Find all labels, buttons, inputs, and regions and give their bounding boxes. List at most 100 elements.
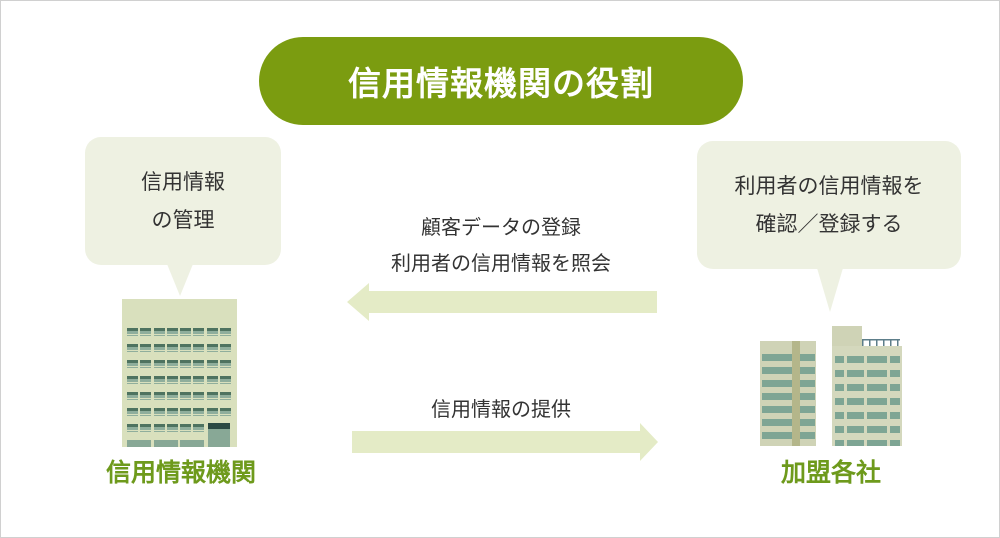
window [207,328,218,331]
window [180,351,191,352]
window [207,415,218,416]
title-pill: 信用情報機関の役割 [259,37,743,125]
window [193,383,204,384]
window [847,384,864,391]
window [154,431,165,432]
window [800,432,815,439]
window [180,367,191,368]
window [154,351,165,352]
window [127,328,138,331]
window [867,384,887,391]
right-bubble-line1: 利用者の信用情報を [734,174,924,198]
window [180,376,191,379]
right-bubble-line2: 確認／登録する [755,212,903,236]
window [207,408,218,411]
window [154,328,165,331]
window [127,347,138,350]
window [140,328,151,331]
window [180,331,191,334]
window [154,360,165,363]
window [180,408,191,411]
window [154,415,165,416]
window [207,383,218,384]
window [193,376,204,379]
window [127,360,138,363]
door-top [208,423,230,429]
window [140,344,151,347]
window [867,426,887,433]
window [180,431,191,432]
window [154,383,165,384]
window [127,411,138,414]
window [154,408,165,411]
window [220,383,231,384]
window [154,392,165,395]
window [193,399,204,400]
window [890,398,900,405]
window [167,431,178,432]
window [207,344,218,347]
window [140,383,151,384]
window [127,440,151,447]
window [180,379,191,382]
window [127,344,138,347]
window [127,367,138,368]
window [207,347,218,350]
window [127,363,138,366]
window [890,440,900,446]
window [167,347,178,350]
window [154,395,165,398]
window [127,376,138,379]
window [207,399,218,400]
window [220,395,231,398]
window [154,379,165,382]
window [835,356,844,363]
window [167,363,178,366]
window [140,408,151,411]
window [140,431,151,432]
window [154,427,165,430]
window [140,331,151,334]
window [167,399,178,400]
right-speech-bubble: 利用者の信用情報を 確認／登録する [697,141,961,269]
right-arrow [352,423,658,461]
window [154,363,165,366]
window [180,399,191,400]
member-companies-buildings-icon [760,326,902,446]
window [167,415,178,416]
window [154,347,165,350]
window [127,395,138,398]
window [167,383,178,384]
window [154,424,165,427]
window [193,415,204,416]
window [140,399,151,400]
window [207,363,218,366]
window [193,379,204,382]
window [220,392,231,395]
window [220,376,231,379]
window [800,367,815,374]
window [140,395,151,398]
window [220,408,231,411]
window [762,393,792,400]
window [167,408,178,411]
window [867,370,887,377]
window [800,406,815,413]
window [167,379,178,382]
window [180,415,191,416]
window [127,424,138,427]
window [207,411,218,414]
window [180,424,191,427]
window [207,367,218,368]
left-bubble-line2: の管理 [151,208,215,232]
window [867,356,887,363]
window [847,370,864,377]
window [847,356,864,363]
window [762,354,792,361]
window [220,379,231,382]
window [154,367,165,368]
window [220,411,231,414]
window [140,363,151,366]
window [127,408,138,411]
window [220,363,231,366]
